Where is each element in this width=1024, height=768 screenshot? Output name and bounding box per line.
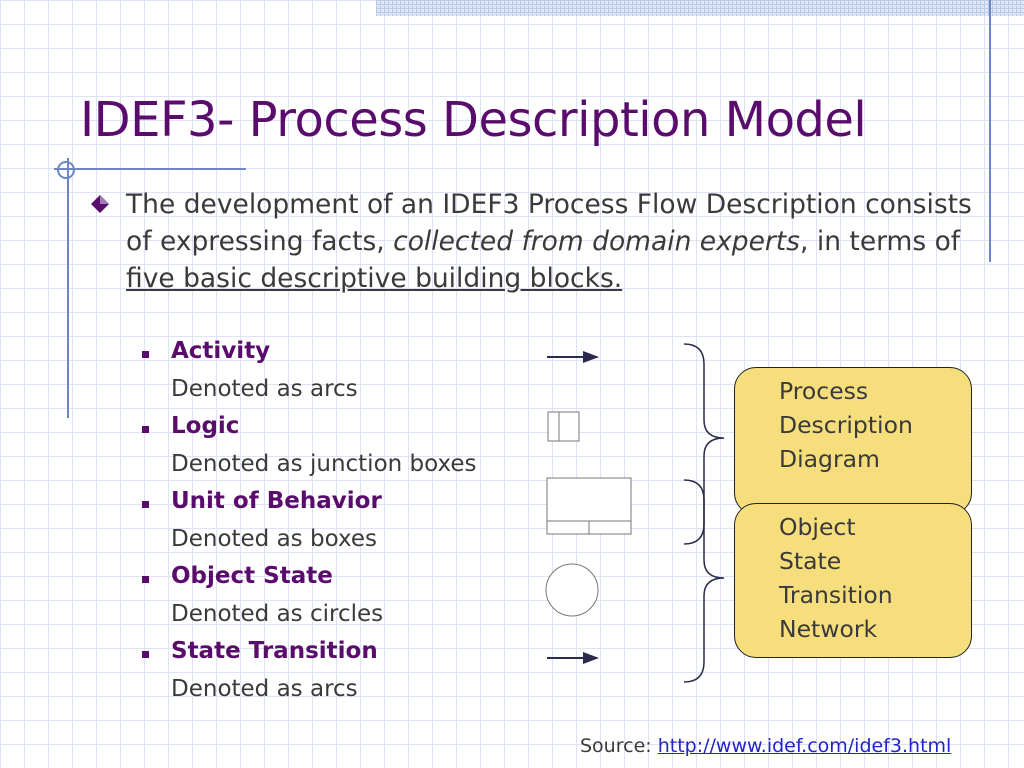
box-line: Process: [779, 377, 869, 405]
process-brace-icon: [683, 343, 725, 545]
block-notation: Denoted as junction boxes: [171, 450, 477, 477]
block-name: Object State: [171, 563, 333, 589]
block-name: State Transition: [171, 638, 378, 664]
top-decorative-band: [376, 0, 1024, 16]
process-description-diagram-box: Process Description Diagram: [734, 367, 972, 515]
crosshair-icon: [57, 161, 75, 179]
block-notation: Denoted as circles: [171, 600, 384, 627]
block-name: Activity: [171, 338, 271, 364]
bullet-italic-text: collected from domain experts: [393, 226, 800, 257]
right-accent-line: [989, 0, 991, 262]
source-label: Source:: [580, 735, 658, 757]
box-line: Object: [779, 513, 856, 541]
bullet-text-part: The development of an IDEF3 Process Flow…: [126, 189, 972, 257]
object-state-transition-network-box: Object State Transition Network: [734, 503, 972, 658]
square-bullet-icon: [142, 351, 149, 358]
main-bullet-text: The development of an IDEF3 Process Flow…: [126, 186, 986, 297]
diamond-bullet-icon: [91, 195, 109, 213]
square-bullet-icon: [142, 576, 149, 583]
source-link[interactable]: http://www.idef.com/idef3.html: [657, 735, 952, 757]
square-bullet-icon: [142, 651, 149, 658]
page-title: IDEF3- Process Description Model: [80, 92, 867, 148]
box-line: State: [779, 547, 842, 575]
square-bullet-icon: [142, 426, 149, 433]
square-bullet-icon: [142, 501, 149, 508]
left-accent-line: [67, 158, 69, 418]
bullet-underlined-text: five basic descriptive building blocks.: [126, 263, 623, 294]
block-notation: Denoted as arcs: [171, 375, 358, 402]
block-notation: Denoted as boxes: [171, 525, 377, 552]
ostn-brace-icon: [683, 479, 725, 683]
box-line: Network: [779, 615, 878, 643]
block-name: Unit of Behavior: [171, 488, 382, 514]
object-state-circle-icon: [545, 563, 599, 617]
junction-box-icon: [547, 411, 580, 442]
behavior-box-icon: [546, 477, 632, 535]
box-line: Diagram: [779, 445, 880, 473]
block-name: Logic: [171, 413, 240, 439]
title-underline-accent: [54, 168, 246, 170]
bullet-text-part: , in terms of: [800, 226, 961, 257]
box-line: Description: [779, 411, 913, 439]
block-notation: Denoted as arcs: [171, 675, 358, 702]
box-line: Transition: [779, 581, 893, 609]
source-citation: Source: http://www.idef.com/idef3.html: [580, 735, 951, 757]
